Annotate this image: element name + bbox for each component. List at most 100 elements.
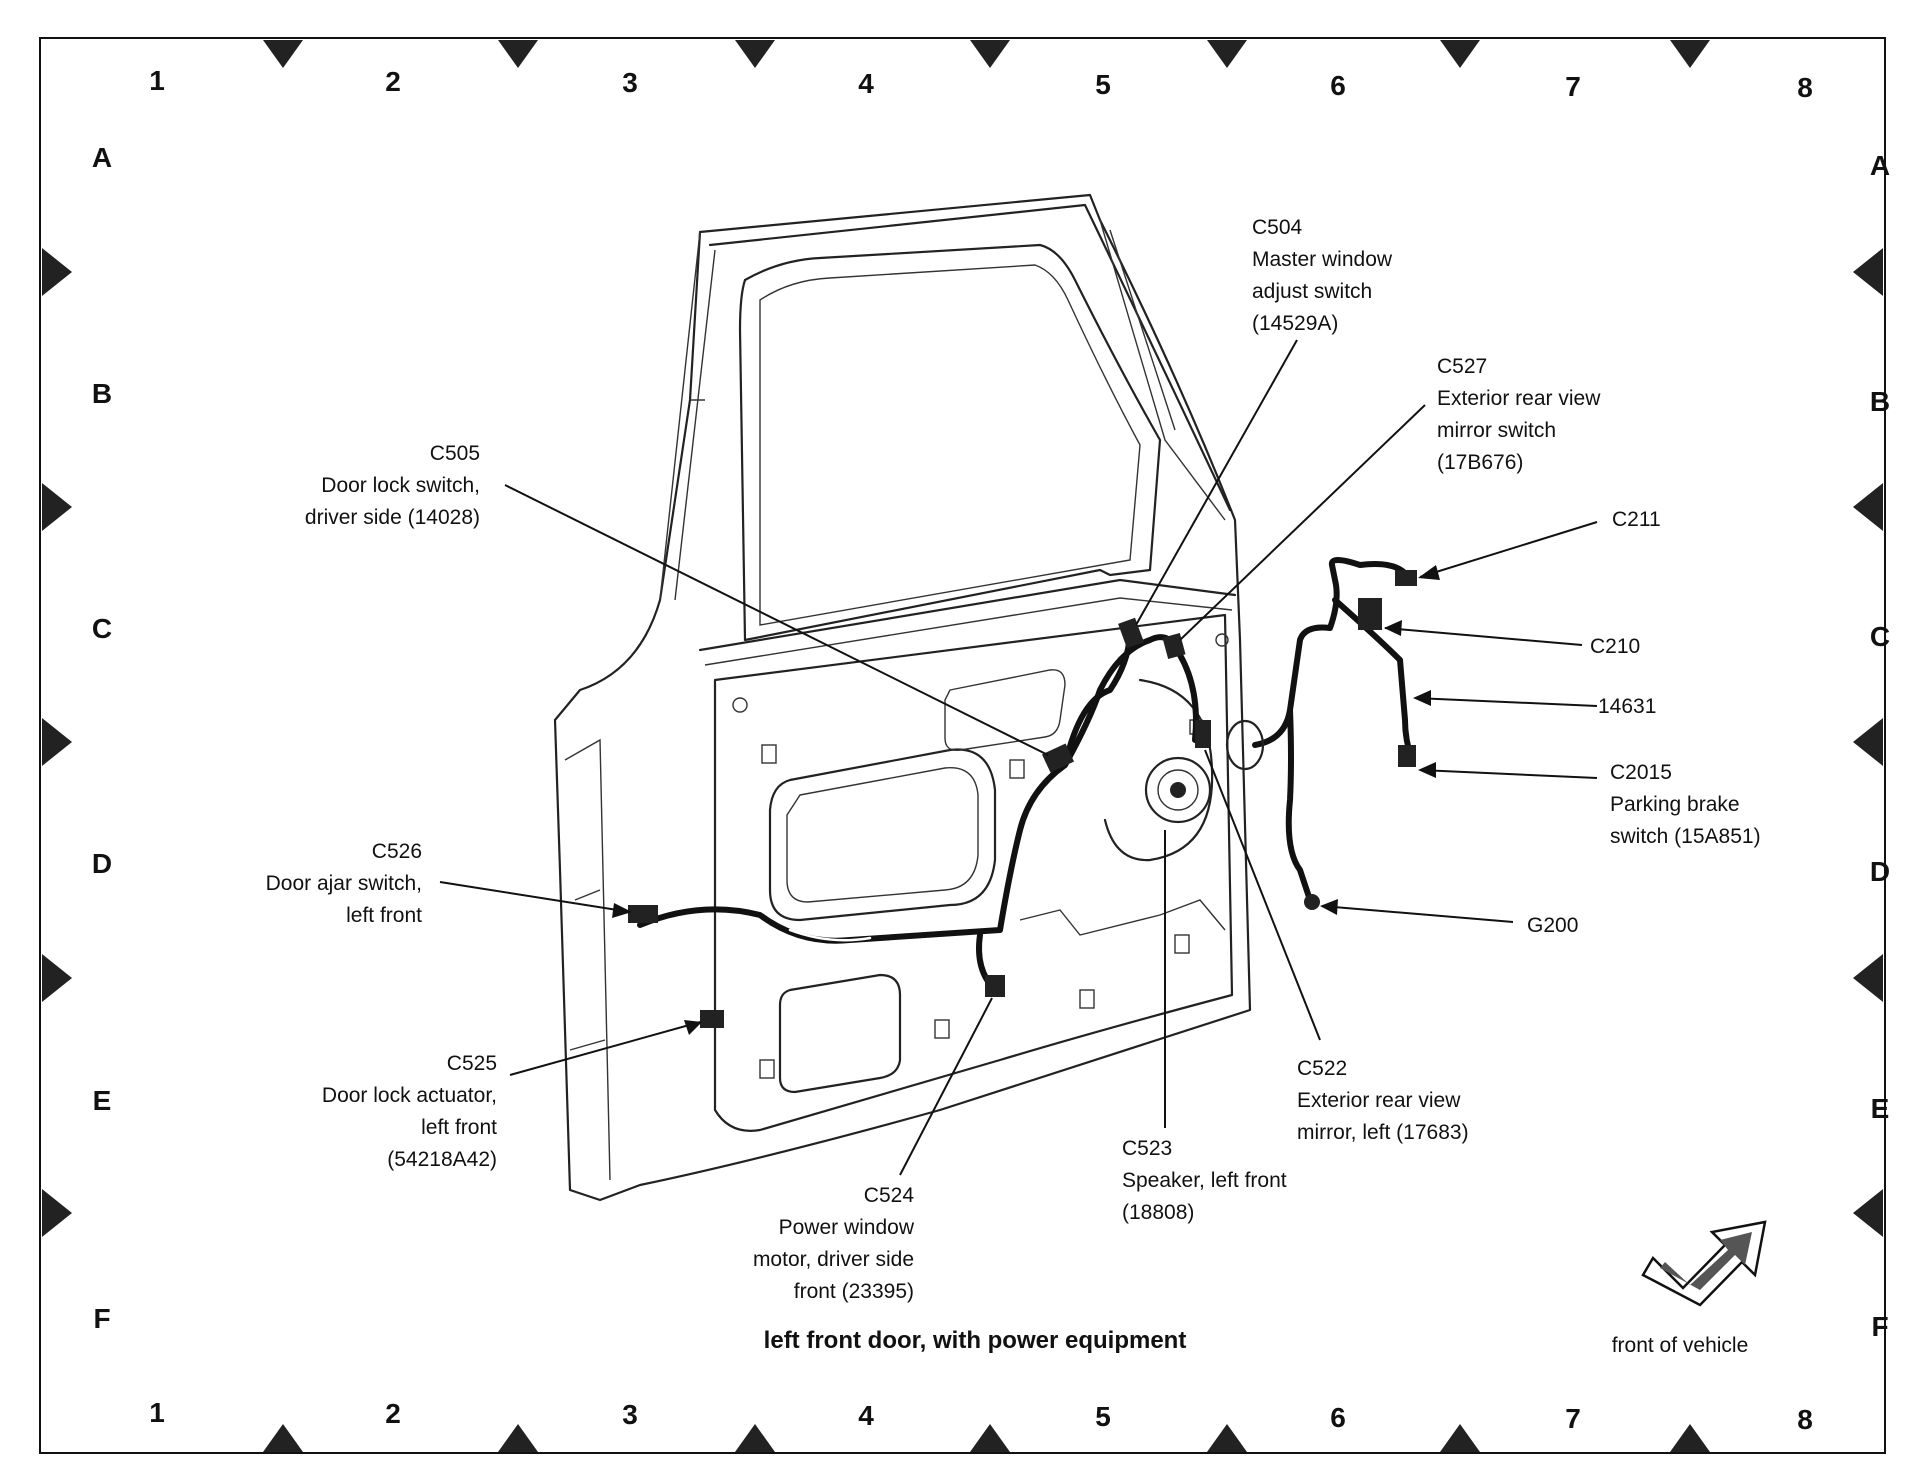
grid-marker bbox=[1853, 718, 1883, 766]
direction-arrow-fill bbox=[1660, 1232, 1752, 1290]
leader-c504 bbox=[1135, 339, 1298, 626]
grid-row-label: C bbox=[1870, 621, 1890, 652]
callout-line: (14529A) bbox=[1252, 312, 1338, 335]
callout-line: adjust switch bbox=[1252, 280, 1372, 303]
callout-line: C505 bbox=[430, 442, 480, 465]
grid-marker bbox=[42, 1189, 72, 1237]
grid-row-label: B bbox=[1870, 386, 1890, 417]
grid-row-label: E bbox=[1871, 1093, 1890, 1124]
grid-marker bbox=[970, 40, 1010, 68]
door-drawing bbox=[553, 193, 1252, 1202]
speaker-mount bbox=[1103, 678, 1214, 862]
diagram-caption: left front door, with power equipment bbox=[764, 1327, 1187, 1354]
grid-marker bbox=[1670, 1424, 1710, 1452]
grid-marker bbox=[263, 1424, 303, 1452]
grid-marker bbox=[42, 248, 72, 296]
access-opening-lower bbox=[778, 973, 902, 1094]
window-opening-inner bbox=[759, 264, 1141, 626]
grid-column-label: 1 bbox=[149, 65, 165, 96]
callout-line: Parking brake bbox=[1610, 793, 1740, 816]
connector-c524 bbox=[985, 975, 1005, 997]
grid-row-label: A bbox=[1870, 150, 1890, 181]
grid-column-label: 7 bbox=[1565, 1403, 1581, 1434]
handle-recess bbox=[944, 669, 1066, 751]
grid-column-label: 1 bbox=[149, 1397, 165, 1428]
grid-marker bbox=[970, 1424, 1010, 1452]
callout-line: left front bbox=[346, 904, 422, 927]
belt-line-inner bbox=[704, 597, 1233, 666]
arrow-14631 bbox=[1413, 690, 1431, 706]
grid-marker bbox=[1207, 1424, 1247, 1452]
grid-marker bbox=[498, 1424, 538, 1452]
grid-column-label: 8 bbox=[1797, 1404, 1813, 1435]
grid-row-label: F bbox=[1871, 1311, 1888, 1342]
leader-c527 bbox=[1179, 404, 1426, 641]
grid-marker bbox=[42, 483, 72, 531]
connector-c522 bbox=[1195, 720, 1211, 748]
grid-row-label: D bbox=[1870, 856, 1890, 887]
grid-marker bbox=[735, 1424, 775, 1452]
grid-marker bbox=[1853, 1189, 1883, 1237]
callout-line: G200 bbox=[1527, 914, 1578, 937]
arrow-g200 bbox=[1320, 899, 1338, 915]
connector-c505 bbox=[1041, 743, 1075, 773]
speaker-center bbox=[1170, 782, 1186, 798]
callout-line: front (23395) bbox=[794, 1280, 914, 1303]
grid-marker bbox=[1853, 248, 1883, 296]
callout-line: (18808) bbox=[1122, 1201, 1194, 1224]
callout-line: Master window bbox=[1252, 248, 1393, 271]
callout-line: motor, driver side bbox=[753, 1248, 914, 1271]
grid-row-label: B bbox=[92, 378, 112, 409]
grid-column-label: 7 bbox=[1565, 71, 1581, 102]
belt-line bbox=[698, 578, 1237, 652]
connector-c525 bbox=[700, 1010, 724, 1028]
speaker bbox=[1144, 756, 1212, 824]
callout-g200: G200 bbox=[1527, 914, 1578, 937]
window-frame-outer bbox=[708, 203, 1232, 512]
connector-c2015 bbox=[1398, 745, 1416, 767]
hinge-edge bbox=[564, 738, 611, 1181]
rear-pillar bbox=[1099, 219, 1226, 521]
callout-line: mirror switch bbox=[1437, 419, 1556, 442]
callout-line: C526 bbox=[372, 840, 422, 863]
callout-line: C210 bbox=[1590, 635, 1640, 658]
grid-column-label: 3 bbox=[622, 1399, 638, 1430]
leader-lines bbox=[439, 339, 1598, 1176]
callout-line: Speaker, left front bbox=[1122, 1169, 1287, 1192]
door-harness-main bbox=[637, 634, 1183, 944]
mounting-holes bbox=[732, 633, 1229, 1079]
grid-column-label: 4 bbox=[858, 68, 874, 99]
leader-c211 bbox=[1419, 521, 1598, 578]
leader-c522 bbox=[1204, 749, 1321, 1041]
connector-c211 bbox=[1395, 570, 1417, 586]
callout-line: mirror, left (17683) bbox=[1297, 1121, 1469, 1144]
front-of-vehicle-indicator: front of vehicle bbox=[1612, 1220, 1767, 1357]
arrow-c211 bbox=[1418, 565, 1440, 580]
callout-line: C524 bbox=[864, 1184, 915, 1207]
callout-c211: C211 bbox=[1612, 508, 1661, 531]
grid-marker bbox=[263, 40, 303, 68]
callout-line: Exterior rear view bbox=[1297, 1089, 1461, 1112]
body-harness bbox=[1252, 557, 1415, 903]
leader-g200 bbox=[1321, 905, 1514, 923]
arrow-c525 bbox=[684, 1020, 702, 1035]
grid-marker bbox=[1440, 40, 1480, 68]
ground-g200 bbox=[1304, 894, 1320, 910]
grid-column-label: 8 bbox=[1797, 72, 1813, 103]
grid-marker bbox=[1853, 954, 1883, 1002]
callout-line: Door lock actuator, bbox=[322, 1084, 497, 1107]
access-opening-upper-inner bbox=[786, 767, 979, 903]
callout-line: C525 bbox=[447, 1052, 497, 1075]
callout-line: C522 bbox=[1297, 1057, 1347, 1080]
callout-line: C523 bbox=[1122, 1137, 1172, 1160]
grid-column-label: 2 bbox=[385, 66, 401, 97]
grid-column-label: 4 bbox=[858, 1400, 874, 1431]
